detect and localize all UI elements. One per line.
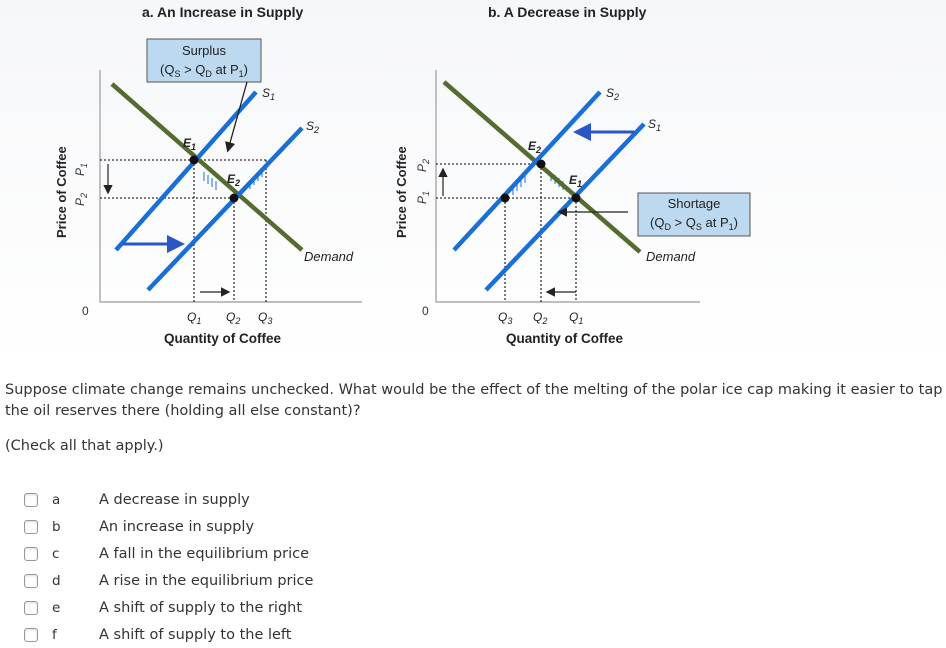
panel-a-surplus-pointer [225, 81, 248, 153]
option-d[interactable]: d A rise in the equilibrium price [24, 567, 313, 594]
question-hint: (Check all that apply.) [5, 438, 164, 454]
option-e-text[interactable]: A shift of supply to the right [99, 599, 303, 616]
option-f[interactable]: f A shift of supply to the left [24, 621, 313, 648]
option-d-checkbox[interactable] [24, 573, 38, 588]
panel-b-demand-label: Demand [646, 249, 696, 264]
panel-a-demand-curve [110, 82, 304, 252]
panel-b-q1-label: Q1 [569, 310, 583, 326]
option-d-text[interactable]: A rise in the equilibrium price [99, 572, 314, 589]
panel-b-origin: 0 [422, 304, 429, 318]
option-a-letter: a [52, 491, 61, 508]
panel-b-shortage-box [637, 192, 751, 237]
option-e[interactable]: e A shift of supply to the right [24, 594, 313, 621]
option-f-letter: f [52, 626, 57, 643]
panel-b-y-axis-label: Price of Coffee [394, 146, 409, 238]
panel-a-q1-label: Q1 [187, 310, 201, 326]
option-b-text[interactable]: An increase in supply [99, 518, 255, 535]
panel-a-y-axis-label: Price of Coffee [54, 146, 69, 238]
panel-b-q3-point [500, 193, 510, 203]
panel-a-q3-label: Q3 [258, 310, 272, 326]
panel-b-e1-point [571, 193, 581, 203]
question-text: Suppose climate change remains unchecked… [5, 382, 943, 419]
panel-b-e2-point [536, 159, 546, 169]
panel-a-title: a. An Increase in Supply [142, 4, 304, 20]
panel-a-s1-label: S1 [262, 86, 275, 102]
option-c-checkbox[interactable] [24, 546, 38, 561]
panel-b-title: b. A Decrease in Supply [488, 4, 647, 20]
panel-a: a. An Increase in Supply Price of Coffee… [54, 4, 362, 346]
panel-b-p2-label: P2 [415, 159, 431, 172]
option-f-checkbox[interactable] [24, 627, 38, 642]
option-c-letter: c [52, 545, 60, 562]
option-c-text[interactable]: A fall in the equilibrium price [99, 545, 310, 562]
panel-a-s2-label: S2 [306, 119, 319, 135]
panel-b-s2-curve [452, 90, 602, 252]
panel-a-s1-curve [114, 90, 258, 252]
panel-b-shortage-line2: (QD > QS at P1) [650, 215, 738, 232]
option-b[interactable]: b An increase in supply [24, 513, 313, 540]
panel-b-x-axis-label: Quantity of Coffee [506, 331, 623, 346]
option-b-checkbox[interactable] [24, 519, 38, 534]
panel-a-p2-label: P2 [73, 193, 89, 206]
option-a-text[interactable]: A decrease in supply [99, 491, 250, 508]
option-f-text[interactable]: A shift of supply to the left [99, 626, 292, 643]
panel-b-e1-label: E1 [569, 173, 582, 189]
panel-b-q3-label: Q3 [498, 310, 512, 326]
panel-b-q2-label: Q2 [533, 310, 547, 326]
panel-a-q2-label: Q2 [226, 310, 240, 326]
panel-b-s1-curve [484, 122, 646, 292]
panel-a-e2-point [229, 193, 239, 203]
figure-svg: a. An Increase in Supply Price of Coffee… [54, 4, 751, 346]
answer-options: a A decrease in supply b An increase in … [24, 486, 313, 648]
svg-text:P2: P2 [73, 193, 89, 206]
supply-shift-figure: a. An Increase in Supply Price of Coffee… [0, 0, 946, 362]
panel-a-e1-label: E1 [183, 136, 196, 152]
option-b-letter: b [52, 518, 61, 535]
panel-a-demand-label: Demand [304, 249, 354, 264]
option-e-letter: e [52, 599, 61, 616]
panel-b-s1-label: S1 [648, 117, 661, 133]
panel-b-e2-label: E2 [528, 139, 541, 155]
option-d-letter: d [52, 572, 61, 589]
panel-a-e2-label: E2 [227, 172, 240, 188]
panel-a-origin: 0 [82, 304, 89, 318]
panel-b-shortage-line1: Shortage [668, 196, 721, 211]
panel-a-surplus-line1: Surplus [182, 43, 227, 58]
option-e-checkbox[interactable] [24, 600, 38, 615]
svg-text:P2: P2 [415, 159, 431, 172]
option-a-checkbox[interactable] [24, 492, 38, 507]
panel-a-surplus-box [146, 38, 262, 83]
option-c[interactable]: c A fall in the equilibrium price [24, 540, 313, 567]
panel-b-s2-label: S2 [606, 86, 619, 102]
panel-a-surplus-line2: (QS > QD at P1) [160, 62, 248, 79]
panel-a-s2-curve [146, 126, 304, 292]
svg-text:P1: P1 [73, 163, 89, 176]
panel-a-x-axis-label: Quantity of Coffee [164, 331, 281, 346]
option-a[interactable]: a A decrease in supply [24, 486, 313, 513]
panel-a-p1-label: P1 [73, 163, 89, 176]
panel-b: b. A Decrease in Supply Price of Coffee … [394, 4, 751, 346]
panel-b-p1-label: P1 [415, 191, 431, 204]
svg-text:P1: P1 [415, 191, 431, 204]
panel-a-e1-point [189, 155, 199, 165]
